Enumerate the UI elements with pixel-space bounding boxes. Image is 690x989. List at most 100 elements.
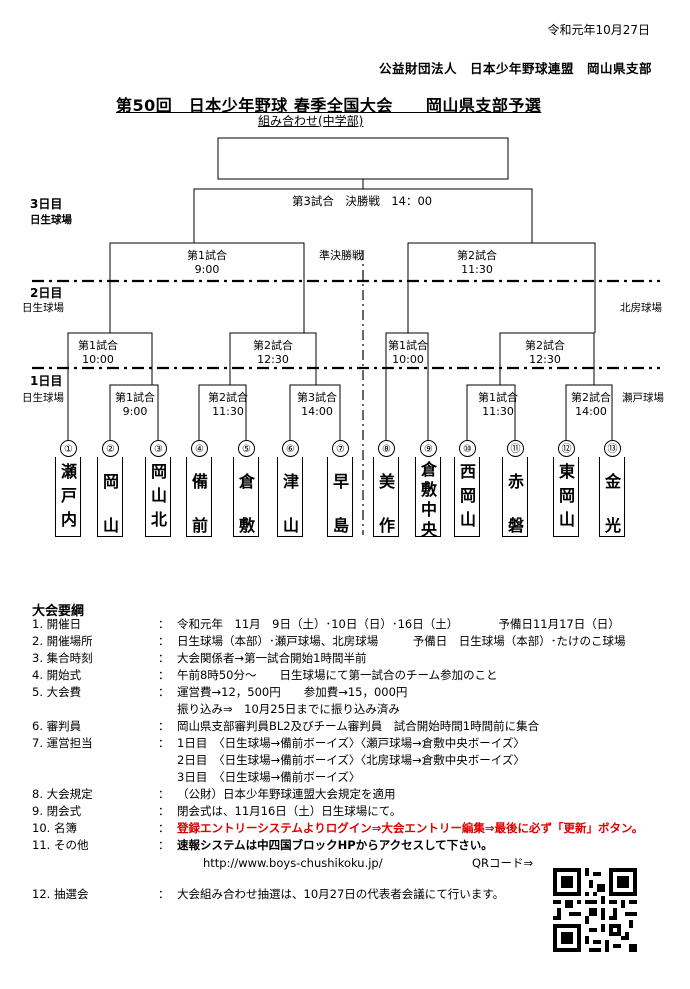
outline-item-key: 12. 抽選会 (32, 887, 89, 901)
team-slot (233, 457, 259, 537)
champion-box (217, 137, 509, 180)
team-name-char: 山 (283, 516, 300, 535)
team-number-badge: ⑫ (558, 440, 575, 457)
outline-item-key: 4. 開始式 (32, 668, 82, 682)
team-name-char: 山 (151, 486, 168, 505)
outline-item-key: 2. 開催場所 (32, 634, 93, 648)
team-number-badge: ⑦ (332, 440, 349, 457)
outline-item-colon: ： (158, 838, 170, 852)
outline-item-colon: ： (158, 887, 170, 901)
outline-item-key: 8. 大会規定 (32, 787, 93, 801)
team-slot (145, 457, 171, 537)
page-title: 第50回 日本少年野球 春季全国大会 岡山県支部予選 (116, 96, 542, 115)
outline-item-colon: ： (158, 685, 170, 699)
team-slot (502, 457, 528, 537)
team-name: 津山 (283, 460, 300, 548)
team-slot (599, 457, 625, 537)
team-number-badge: ① (60, 440, 77, 457)
team-name: 倉敷中央 (421, 460, 438, 540)
final-label: 第3試合 決勝戦 14：00 (292, 194, 433, 208)
team-name-char: 敷 (239, 516, 256, 535)
semifinal-label: 準決勝戦 (319, 249, 363, 262)
outline-item-value: （公財）日本少年野球連盟大会規定を適用 (177, 787, 396, 801)
outline-item-value: 午前8時50分～ 日生球場にて第一試合のチーム参加のこと (177, 668, 498, 682)
team-name: 美作 (379, 460, 396, 548)
team-slot (553, 457, 579, 537)
team-name: 備前 (192, 460, 209, 548)
outline-item-key: 1. 開催日 (32, 617, 82, 631)
organization-name: 公益財団法人 日本少年野球連盟 岡山県支部 (378, 61, 652, 76)
outline-item-colon: ： (158, 651, 170, 665)
outline-item-value: 登録エントリーシステムよりログイン⇒大会エントリー編集⇒最後に必ず「更新」ボタン… (177, 821, 644, 835)
outline-item-key: 5. 大会費 (32, 685, 82, 699)
team-slot (186, 457, 212, 537)
team-name-char: 早 (333, 472, 350, 491)
team-number-badge: ④ (191, 440, 208, 457)
outline-item-colon: ： (158, 634, 170, 648)
team-name: 早島 (333, 460, 350, 548)
team-slot (97, 457, 123, 537)
team-name-char: 瀬 (61, 462, 78, 481)
team-name-char: 内 (61, 510, 78, 529)
qr-code-icon (553, 868, 637, 952)
team-number-badge: ⑪ (507, 440, 524, 457)
team-name-char: 敷 (421, 480, 438, 499)
team-slot (55, 457, 81, 537)
outline-item-colon: ： (158, 719, 170, 733)
team-name-char: 岡 (559, 486, 576, 505)
team-number-badge: ⑥ (282, 440, 299, 457)
team-slot (277, 457, 303, 537)
team-name: 岡山北 (151, 460, 168, 532)
team-number-badge: ③ (150, 440, 167, 457)
day2-venue-right: 北房球場 (620, 302, 662, 314)
team-name-char: 北 (151, 510, 168, 529)
outline-heading: 大会要綱 (32, 604, 85, 619)
team-name-char: 備 (192, 472, 209, 491)
team-name: 東岡山 (559, 460, 576, 532)
outline-item-value: 2日目 〈日生球場→備前ボーイズ〉〈北房球場→倉敷中央ボーイズ〉 (177, 753, 525, 767)
team-name-char: 中 (421, 500, 438, 519)
team-slot (415, 457, 441, 537)
team-name-char: 倉 (421, 460, 438, 479)
team-name-char: 赤 (508, 472, 525, 491)
team-name-char: 作 (379, 516, 396, 535)
team-slot (327, 457, 353, 537)
outline-item-value: 大会関係者→第一試合開始1時間半前 (177, 651, 367, 665)
page-subtitle: 組み合わせ(中学部) (258, 114, 364, 128)
outline-item-colon: ： (158, 617, 170, 631)
outline-item-colon: ： (158, 821, 170, 835)
team-number-badge: ⑩ (459, 440, 476, 457)
team-name-char: 金 (605, 472, 622, 491)
team-name: 金光 (605, 460, 622, 548)
team-name-char: 戸 (61, 486, 78, 505)
outline-item-colon: ： (158, 804, 170, 818)
outline-item-value: 令和元年 11月 9日（土）･10日（日）･16日（土） 予備日11月17日（日… (177, 617, 620, 631)
day3-venue: 日生球場 (30, 214, 72, 226)
outline-item-key: 11. その他 (32, 838, 89, 852)
team-name-char: 岡 (460, 486, 477, 505)
team-slot (454, 457, 480, 537)
team-number-badge: ② (102, 440, 119, 457)
team-name-char: 山 (103, 516, 120, 535)
team-number-badge: ⑨ (420, 440, 437, 457)
outline-item-value: http://www.boys-chushikoku.jp/ (203, 856, 383, 870)
outline-item-colon: ： (158, 736, 170, 750)
team-name-char: 磐 (508, 516, 525, 535)
document-date: 令和元年10月27日 (547, 23, 650, 37)
team-name-char: 光 (605, 516, 622, 535)
day2-venue-left: 日生球場 (22, 302, 64, 314)
outline-item-key: 7. 運営担当 (32, 736, 93, 750)
team-name: 赤磐 (508, 460, 525, 548)
outline-item-key: 3. 集合時刻 (32, 651, 93, 665)
day3-label: 3日目 (30, 197, 63, 211)
team-name-char: 前 (192, 516, 209, 535)
